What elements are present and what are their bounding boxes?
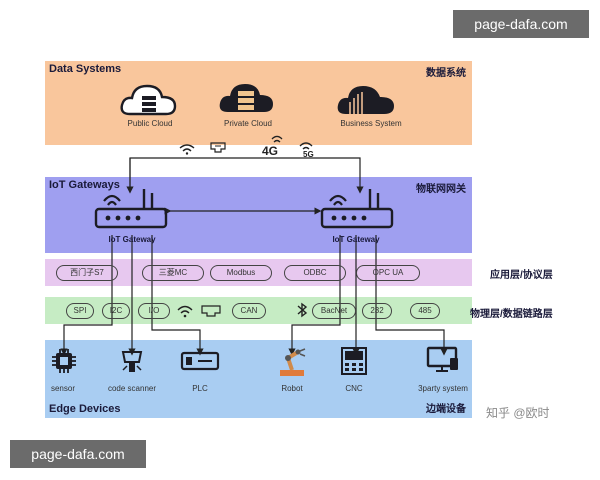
iot-gateways-title-cn: 物联网网关 <box>416 184 466 195</box>
protocol-pill: OPC UA <box>356 265 420 281</box>
interface-pill: I/O <box>138 303 170 319</box>
cnc-icon <box>341 347 367 375</box>
ethernet-port-icon <box>201 305 221 317</box>
gateway-left-label: IoT Gateway <box>108 235 156 244</box>
public-cloud-icon <box>120 84 177 116</box>
code-scanner-label: code scanner <box>107 384 157 393</box>
public-cloud-label: Public Cloud <box>127 119 173 128</box>
watermark-bottom: page-dafa.com <box>10 440 146 468</box>
data-systems-title: Data Systems <box>49 63 122 75</box>
private-cloud-label: Private Cloud <box>223 119 273 128</box>
signal-icon <box>271 135 283 143</box>
robot-label: Robot <box>281 384 303 393</box>
interface-pill: 232 <box>362 303 392 319</box>
edge-devices-band: Edge Devices 边端设备 <box>45 340 472 418</box>
watermark-top: page-dafa.com <box>453 10 589 38</box>
business-system-icon <box>337 86 394 114</box>
interface-pill: 485 <box>410 303 440 319</box>
sensor-label: sensor <box>50 384 75 393</box>
downlink-3party <box>375 235 448 356</box>
robot-arm-icon <box>280 348 306 376</box>
protocol-pill: ODBC <box>284 265 346 281</box>
3party-system-label: 3party system <box>418 384 468 393</box>
four-g-label: 4G <box>262 144 279 158</box>
app-layer-title-cn: 应用层/协议层 <box>490 270 553 281</box>
credit-text: 知乎 @欧时 <box>486 406 550 420</box>
scanner-icon <box>121 351 143 372</box>
downlink-sensor <box>60 235 113 356</box>
protocol-pill: 三菱MC <box>142 265 204 281</box>
cnc-label: CNC <box>345 384 363 393</box>
iot-gateways-title: IoT Gateways <box>49 179 120 191</box>
router-icon <box>320 189 394 229</box>
monitor-icon <box>426 346 458 372</box>
interface-pill: I2C <box>102 303 130 319</box>
interface-pill: BacNet <box>312 303 356 319</box>
protocol-pill: Modbus <box>210 265 272 281</box>
interface-pill: CAN <box>232 303 266 319</box>
phys-layer-title-cn: 物理层/数据链路层 <box>470 309 553 320</box>
wifi-icon <box>177 305 193 318</box>
protocol-pill: 西门子S7 <box>56 265 118 281</box>
private-cloud-icon <box>219 84 273 112</box>
five-g-label: 5G <box>303 150 314 159</box>
iot-gateways-band: IoT Gateways 物联网网关 <box>45 177 472 253</box>
wifi-icon <box>179 144 195 155</box>
business-system-label: Business System <box>340 119 402 128</box>
bluetooth-icon <box>297 302 308 318</box>
gateway-right-label: IoT Gateway <box>332 235 380 244</box>
signal-5g-icon <box>299 142 313 150</box>
chip-icon <box>52 349 76 373</box>
data-systems-title-cn: 数据系统 <box>426 68 466 79</box>
plc-icon <box>180 351 220 371</box>
interface-pill: SPI <box>66 303 94 319</box>
router-icon <box>94 189 168 229</box>
ethernet-port-icon <box>210 142 226 153</box>
plc-label: PLC <box>192 384 208 393</box>
downlink-plc <box>151 235 204 356</box>
downlink-robot <box>288 235 341 356</box>
edge-devices-title: Edge Devices <box>49 403 121 415</box>
edge-devices-title-cn: 边端设备 <box>426 404 466 415</box>
